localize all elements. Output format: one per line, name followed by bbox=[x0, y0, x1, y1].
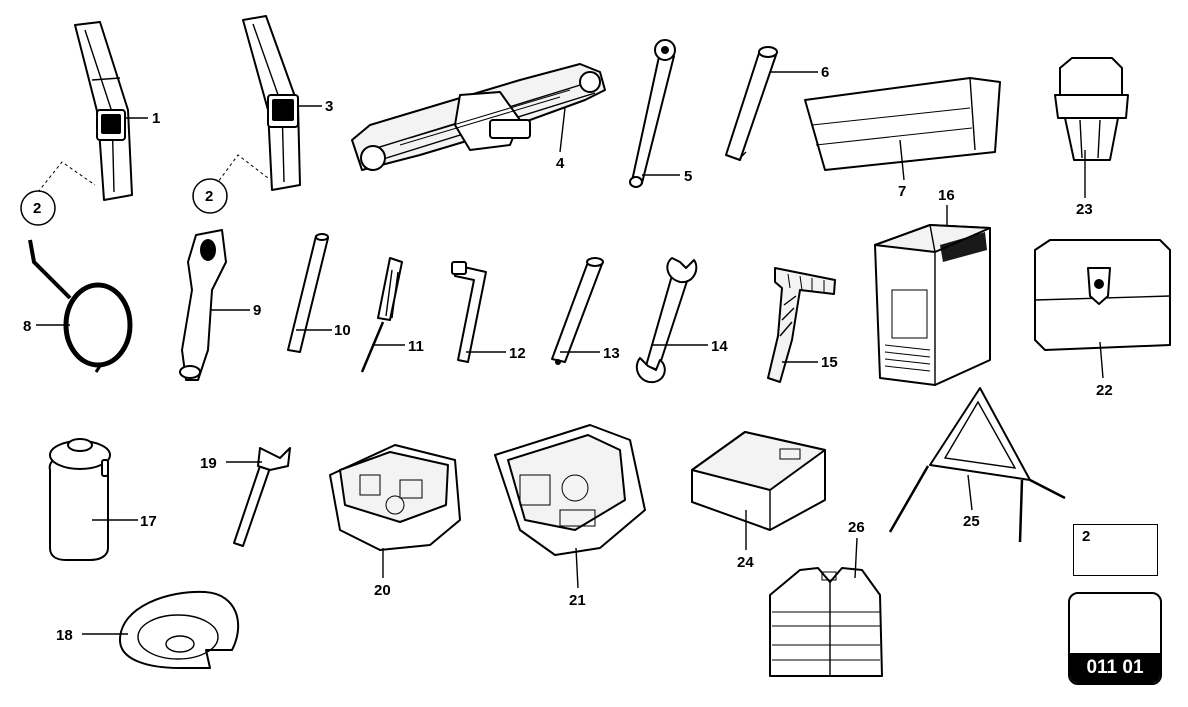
part-warning-triangle-25 bbox=[888, 387, 1066, 543]
callout-14: 14 bbox=[711, 338, 728, 355]
callout-1: 1 bbox=[152, 110, 160, 127]
leader-lines bbox=[36, 71, 1104, 635]
part-strap-1 bbox=[37, 21, 133, 201]
callout-7: 7 bbox=[898, 183, 906, 200]
part-wheel-nut-23 bbox=[1054, 57, 1129, 161]
part-socket-wrench-9 bbox=[179, 229, 227, 381]
callout-13: 13 bbox=[603, 345, 620, 362]
callout-5: 5 bbox=[684, 168, 692, 185]
callout-2b: 2 bbox=[205, 188, 213, 205]
part-disc-18 bbox=[119, 590, 240, 669]
callout-23: 23 bbox=[1076, 201, 1093, 218]
part-wing-bolt-19 bbox=[233, 447, 291, 547]
callout-2a: 2 bbox=[33, 200, 41, 217]
callout-12: 12 bbox=[509, 345, 526, 362]
callout-3: 3 bbox=[325, 98, 333, 115]
callout-17: 17 bbox=[140, 513, 157, 530]
reference-box-label: 2 bbox=[1082, 528, 1091, 545]
part-bottle-17 bbox=[48, 438, 111, 561]
callout-22: 22 bbox=[1096, 382, 1113, 399]
part-compressor-box-24 bbox=[691, 431, 826, 531]
callout-20: 20 bbox=[374, 582, 391, 599]
part-safety-vest-26 bbox=[769, 567, 883, 677]
callout-24: 24 bbox=[737, 554, 754, 571]
callout-21: 21 bbox=[569, 592, 586, 609]
callout-8: 8 bbox=[23, 318, 31, 335]
part-tow-bracket-15 bbox=[767, 267, 836, 383]
callout-circle-2b bbox=[192, 178, 228, 214]
callout-10: 10 bbox=[334, 322, 351, 339]
callout-25: 25 bbox=[963, 513, 980, 530]
callout-16: 16 bbox=[938, 187, 955, 204]
callout-9: 9 bbox=[253, 302, 261, 319]
callout-18: 18 bbox=[56, 627, 73, 644]
sheet-code-box: 011 01 bbox=[1068, 592, 1162, 685]
sheet-code: 011 01 bbox=[1070, 653, 1160, 683]
callout-26: 26 bbox=[848, 519, 865, 536]
callout-circle-2a bbox=[20, 190, 56, 226]
part-strap-3 bbox=[211, 15, 301, 191]
part-scissor-jack-4 bbox=[351, 63, 606, 171]
part-foam-tray-21 bbox=[494, 424, 646, 556]
callout-11: 11 bbox=[408, 338, 424, 355]
callout-6: 6 bbox=[821, 64, 829, 81]
part-pin-10 bbox=[287, 233, 329, 353]
part-kit-box-16 bbox=[874, 224, 991, 386]
part-screwdriver-11 bbox=[360, 257, 403, 373]
part-l-key-12 bbox=[451, 261, 487, 363]
part-panel-7 bbox=[804, 77, 1001, 171]
callout-19: 19 bbox=[200, 455, 217, 472]
part-foam-tray-20 bbox=[329, 444, 461, 551]
part-open-wrench-14 bbox=[635, 257, 698, 384]
callout-4: 4 bbox=[556, 155, 565, 172]
part-lever-wrench-5 bbox=[629, 39, 676, 188]
part-pouch-22 bbox=[1034, 239, 1171, 351]
reference-box: 2 bbox=[1073, 524, 1158, 576]
part-tube-6 bbox=[725, 46, 778, 161]
part-extension-bar-13 bbox=[551, 257, 604, 365]
callout-15: 15 bbox=[821, 354, 838, 371]
part-cable-coil-8 bbox=[28, 239, 133, 373]
